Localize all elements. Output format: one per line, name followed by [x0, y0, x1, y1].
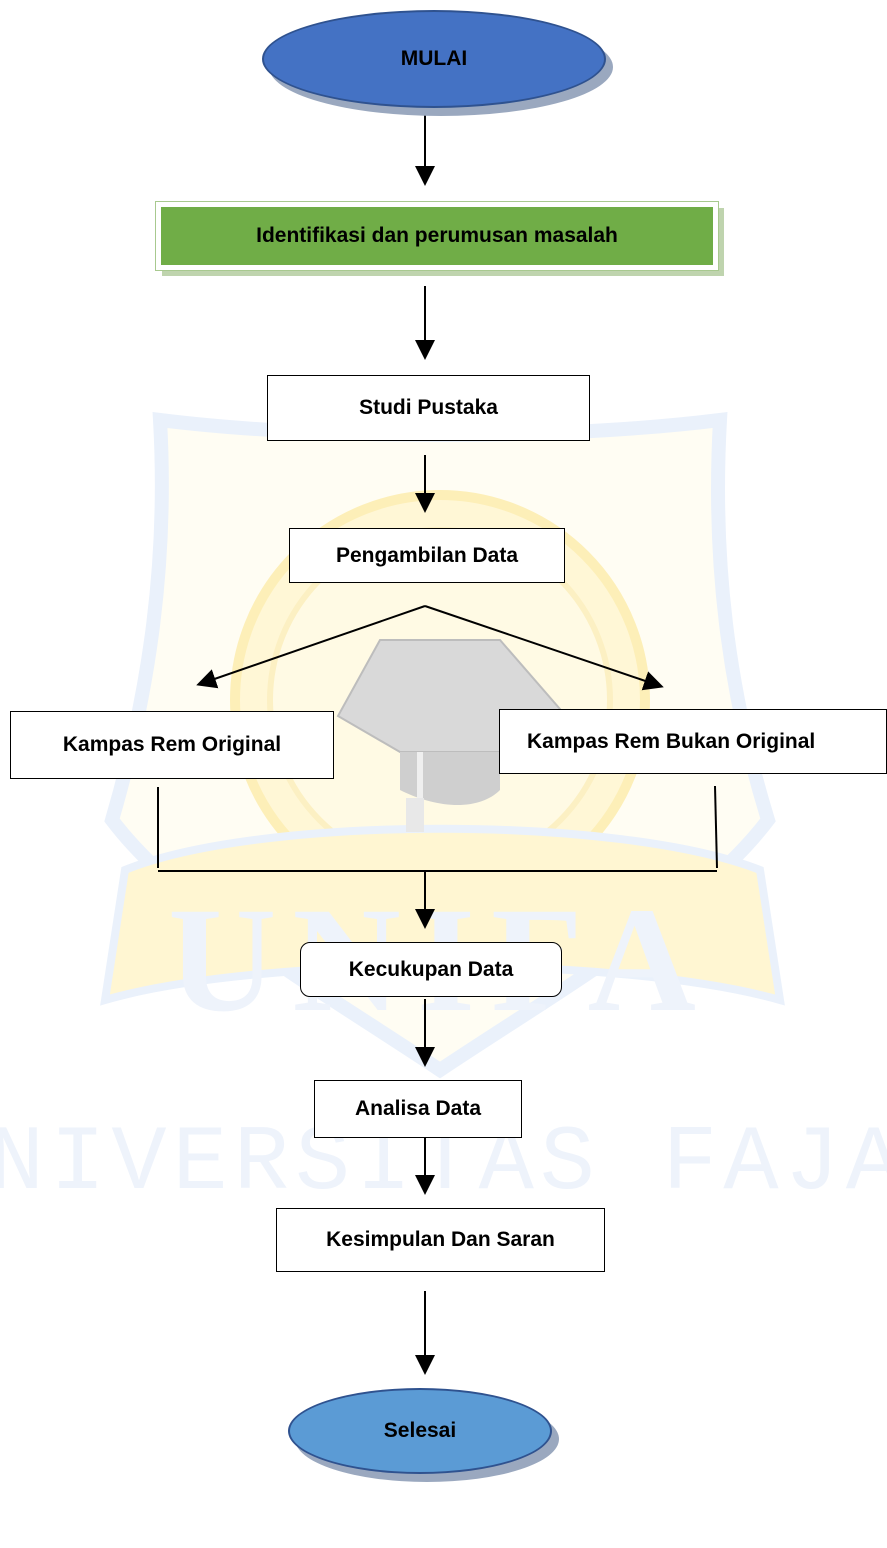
identify-problem-step: Identifikasi dan perumusan masalah	[155, 201, 719, 271]
start-terminal: MULAI	[262, 10, 606, 108]
data-adequacy-step: Kecukupan Data	[300, 942, 562, 997]
data-adequacy-label: Kecukupan Data	[348, 957, 514, 981]
end-terminal: Selesai	[288, 1388, 552, 1474]
data-collection-label: Pengambilan Data	[335, 543, 519, 567]
conclusion-step: Kesimpulan Dan Saran	[276, 1208, 605, 1272]
data-analysis-step: Analisa Data	[314, 1080, 522, 1138]
data-collection-step: Pengambilan Data	[289, 528, 565, 583]
identify-label: Identifikasi dan perumusan masalah	[256, 224, 618, 247]
literature-label: Studi Pustaka	[359, 396, 498, 419]
literature-study-step: Studi Pustaka	[267, 375, 590, 441]
original-branch-label: Kampas Rem Original	[62, 733, 282, 756]
original-brake-pad-branch: Kampas Rem Original	[10, 711, 334, 779]
start-label: MULAI	[400, 47, 468, 70]
non-original-brake-pad-branch: Kampas Rem Bukan Original	[499, 709, 887, 774]
conclusion-label: Kesimpulan Dan Saran	[326, 1228, 555, 1251]
non-original-branch-label: Kampas Rem Bukan Original	[527, 729, 816, 753]
analysis-label: Analisa Data	[354, 1097, 482, 1120]
end-label: Selesai	[383, 1419, 457, 1442]
